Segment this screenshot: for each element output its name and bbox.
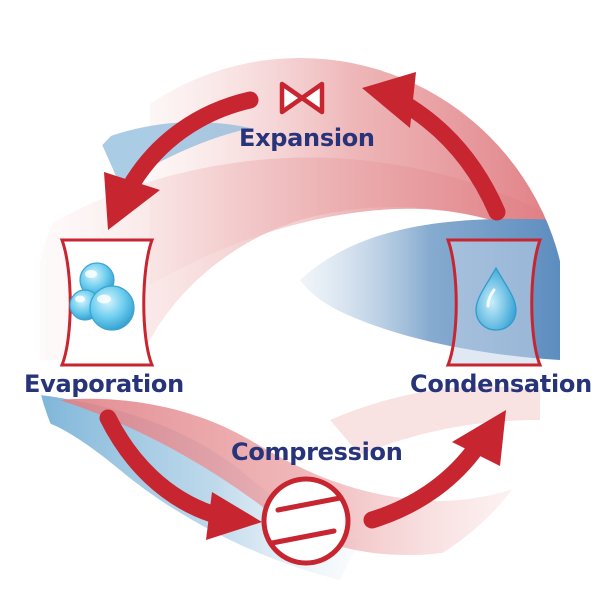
- compressor-icon: [261, 476, 351, 566]
- arrow-compression-to-condensation: [363, 436, 487, 529]
- expansion-label: Expansion: [239, 124, 375, 152]
- evaporator-panel: [59, 238, 155, 367]
- condenser-panel: [445, 238, 543, 367]
- middle-hot-ribbon: [40, 157, 550, 360]
- arrow-evaporation-to-compression: [99, 409, 221, 523]
- expansion-valve-icon: [279, 81, 325, 115]
- cycle-arrows: [99, 72, 506, 540]
- condensation-label: Condensation: [410, 370, 592, 398]
- arrow-head-compression: [206, 492, 262, 540]
- arrow-head-expansion: [362, 72, 416, 128]
- arrow-head-condensation: [452, 410, 506, 466]
- bottom-hot-wisp: [330, 386, 540, 455]
- compression-label: Compression: [231, 438, 403, 466]
- arrow-condensation-to-expansion: [389, 91, 506, 221]
- bubbles-icon: [69, 262, 135, 331]
- arrow-expansion-to-evaporation: [124, 91, 259, 191]
- arrow-head-evaporation: [104, 172, 160, 230]
- water-drop-icon: [475, 266, 517, 331]
- evaporation-label: Evaporation: [24, 370, 184, 398]
